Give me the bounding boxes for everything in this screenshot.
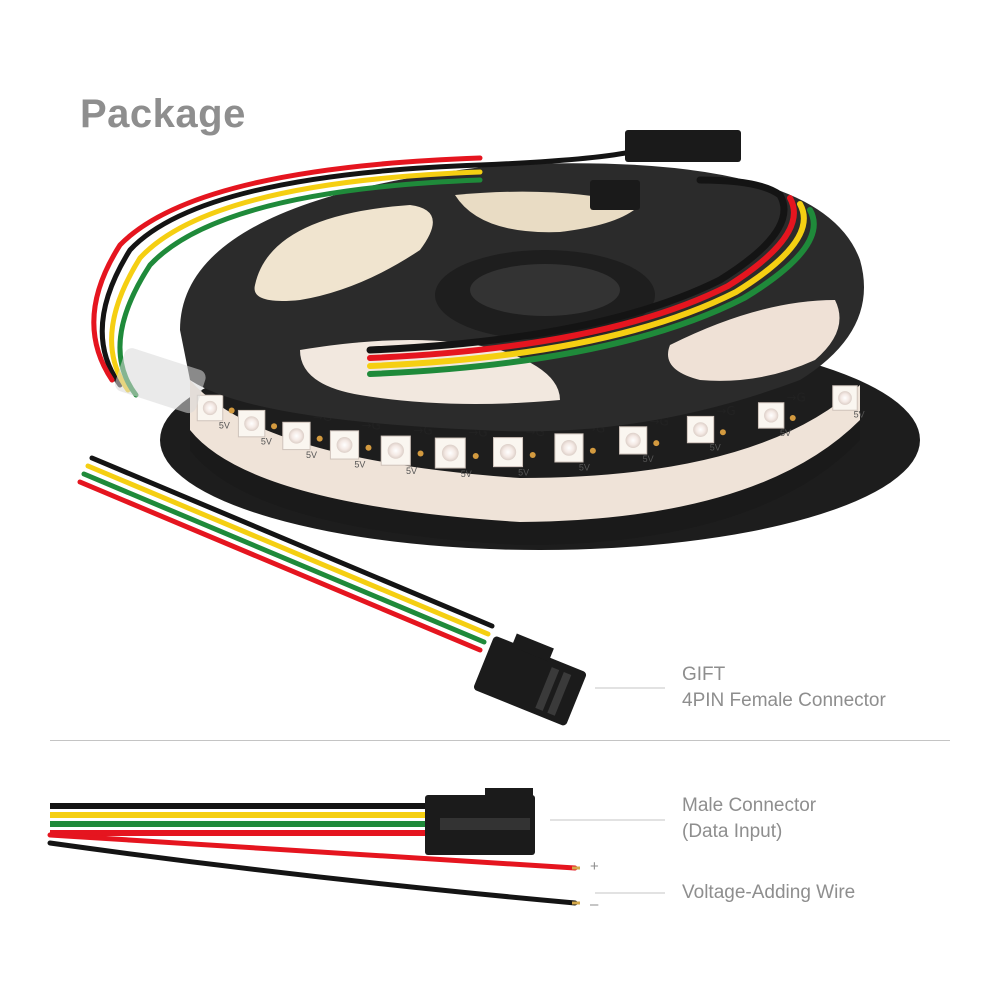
solder-pad <box>719 429 726 436</box>
voltage-label: Voltage-Adding Wire <box>682 882 856 903</box>
strip-5v-mark: 5V <box>518 467 529 477</box>
strip-5v-mark: 5V <box>710 443 721 453</box>
strip-5v-mark: 5V <box>261 437 272 447</box>
led-lens <box>441 444 459 462</box>
page-title: Package <box>80 92 246 136</box>
male-connector-wires <box>50 803 430 836</box>
led-strip-reel: 5V→G5V→G5V→G5V→G5V→G5V→G5V→G5V→G5V→G5V→G… <box>160 163 920 550</box>
strip-5v-mark: 5V <box>219 420 230 430</box>
strip-5v-mark: 5V <box>854 410 865 420</box>
solder-pad <box>365 444 372 451</box>
solder-pad <box>589 447 596 454</box>
reel-window-left <box>254 205 433 301</box>
minus-sign: – <box>590 896 599 913</box>
data-direction-arrow-icon: →G <box>716 404 735 418</box>
voltage-wires <box>47 832 578 906</box>
led-lens <box>625 432 641 449</box>
female-connector-wires <box>77 455 495 653</box>
female-connector <box>473 633 587 726</box>
solder-pad <box>653 440 660 447</box>
led-lens <box>764 408 779 423</box>
led-lens <box>244 416 260 432</box>
male-label: Male Connector (Data Input) <box>682 793 816 845</box>
solder-pad <box>417 450 424 457</box>
reel-hub-inner <box>470 264 620 316</box>
led-lens <box>336 437 353 453</box>
led-chip <box>434 437 466 469</box>
strip-5v-mark: 5V <box>354 460 365 470</box>
solder-pad <box>529 452 536 459</box>
led-chip <box>196 394 224 422</box>
gift-label: GIFT 4PIN Female Connector <box>682 662 886 714</box>
section-divider <box>50 740 950 741</box>
male-label-line1: Male Connector <box>682 795 817 816</box>
strip-5v-mark: 5V <box>306 450 317 460</box>
reel-cable <box>91 147 817 398</box>
plus-sign: + <box>590 858 599 875</box>
gift-label-line2: 4PIN Female Connector <box>682 690 886 711</box>
strip-5v-mark: 5V <box>406 466 417 476</box>
reel-edge <box>190 395 860 545</box>
data-direction-arrow-icon: →G <box>786 390 805 404</box>
led-lens <box>387 442 404 459</box>
led-lens <box>499 443 517 461</box>
strip-5v-mark: 5V <box>780 428 791 438</box>
led-lens <box>288 428 305 444</box>
reel-window-right <box>668 300 840 381</box>
led-lens <box>693 422 708 437</box>
male-label-line2: (Data Input) <box>682 821 783 842</box>
strip-5v-mark: 5V <box>643 454 654 464</box>
gift-label-line1: GIFT <box>682 664 726 685</box>
solder-pad <box>316 435 323 442</box>
solder-pad <box>271 423 278 430</box>
solder-pad <box>789 414 796 421</box>
led-strip-band <box>190 380 860 522</box>
male-connector <box>425 788 535 855</box>
reel-connector-small <box>590 180 640 210</box>
led-lens <box>838 391 852 405</box>
heat-shrink-sleeve <box>115 348 206 414</box>
led-lens <box>202 400 218 416</box>
strip-5v-mark: 5V <box>579 462 590 472</box>
solder-pad <box>228 407 235 414</box>
strip-5v-mark: 5V <box>461 469 472 479</box>
reel-connector <box>625 130 741 162</box>
led-lens <box>561 440 577 456</box>
solder-pad <box>472 453 479 460</box>
